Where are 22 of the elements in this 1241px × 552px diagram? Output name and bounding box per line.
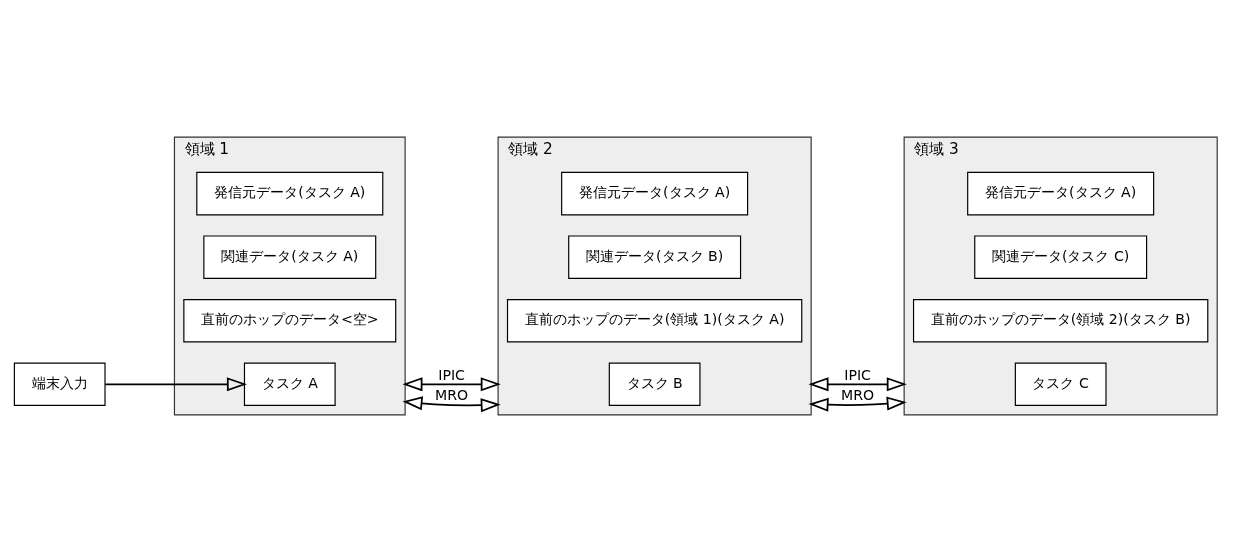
arrow xyxy=(104,377,247,392)
edge-label: MRO xyxy=(435,387,469,404)
node-box: 端末入力 xyxy=(13,362,106,407)
node-box: タスク C xyxy=(1014,362,1107,407)
arrow xyxy=(808,396,907,412)
node-box: タスク B xyxy=(608,362,701,407)
node-box: 直前のホップのデータ<空> xyxy=(183,298,397,343)
node-box: 関連データ(タスク C) xyxy=(974,235,1148,279)
node-box: 直前のホップのデータ(領域 2)(タスク B) xyxy=(912,298,1209,343)
edge-label: IPIC xyxy=(844,367,871,384)
edge-label: IPIC xyxy=(438,367,465,384)
node-box: タスク A xyxy=(243,362,336,407)
node-box: 発信元データ(タスク A) xyxy=(967,171,1155,216)
node-box: 関連データ(タスク A) xyxy=(203,235,377,279)
arrow xyxy=(402,396,501,413)
node-box: 発信元データ(タスク A) xyxy=(561,171,749,216)
node-box: 直前のホップのデータ(領域 1)(タスク A) xyxy=(506,298,803,343)
arrow xyxy=(808,377,907,392)
edge-label: MRO xyxy=(841,387,875,404)
arrow xyxy=(402,377,501,392)
node-box: 発信元データ(タスク A) xyxy=(196,171,384,216)
node-box: 関連データ(タスク B) xyxy=(568,235,742,279)
